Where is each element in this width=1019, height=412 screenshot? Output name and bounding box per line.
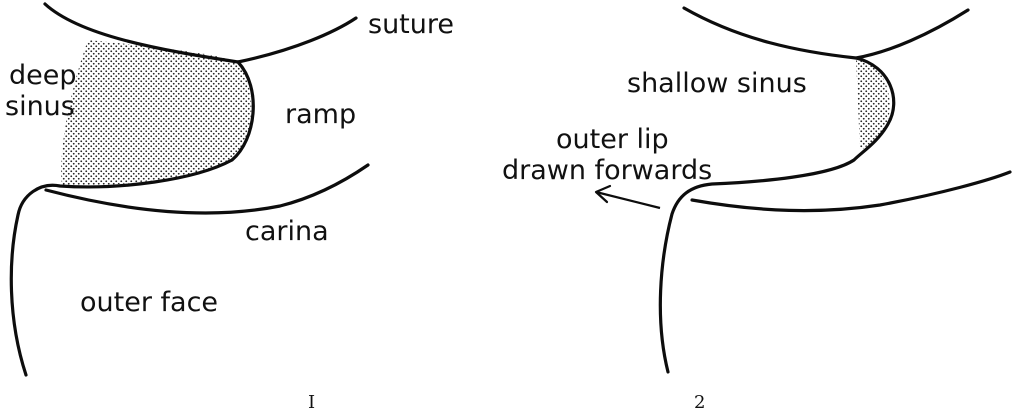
figure-1-number: I: [308, 392, 315, 412]
sinus-label: sinus: [5, 91, 75, 122]
drawn-forwards-label: drawn forwards: [502, 155, 712, 186]
deep-label: deep: [9, 60, 77, 91]
figure-2: shallow sinus outer lip drawn forwards 2: [502, 8, 1010, 412]
forward-arrow: [596, 186, 660, 208]
outer-lip-label: outer lip: [556, 124, 669, 155]
shallow-sinus-label: shallow sinus: [627, 68, 807, 99]
outer-face-label: outer face: [80, 287, 218, 318]
suture-label: suture: [368, 9, 454, 40]
suture-line-2: [684, 8, 968, 58]
figure-2-number: 2: [694, 392, 705, 412]
figure-1: suture deep sinus ramp carina outer face…: [5, 4, 454, 412]
carina-label: carina: [245, 216, 329, 247]
ramp-label: ramp: [285, 99, 356, 130]
carina-line-2: [692, 172, 1010, 211]
shallow-sinus-stipple: [856, 58, 890, 150]
